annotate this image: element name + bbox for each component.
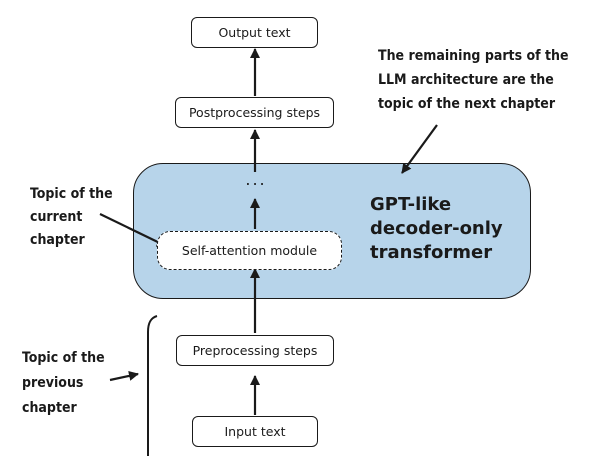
note-remaining-line-2: LLM architecture are the	[378, 72, 554, 88]
previous-chapter-bracket	[147, 315, 158, 456]
gpt-block-label: GPT-like decoder-only transformer	[370, 193, 520, 265]
input-text-box: Input text	[192, 416, 318, 447]
note-remaining-line-1: The remaining parts of the	[378, 48, 569, 64]
output-text-box: Output text	[191, 17, 318, 48]
note-current-line-3: chapter	[30, 232, 85, 248]
gpt-label-line-1: GPT-like	[370, 194, 452, 215]
ellipsis-continuation: ...	[245, 170, 267, 189]
self-attention-module-box: Self-attention module	[157, 231, 342, 270]
preprocessing-steps-box: Preprocessing steps	[176, 335, 334, 366]
postprocessing-steps-box: Postprocessing steps	[175, 97, 334, 128]
note-current-line-2: current	[30, 209, 83, 225]
note-previous-chapter: Topic of the previous chapter	[22, 346, 105, 421]
note-previous-line-3: chapter	[22, 400, 77, 416]
pointer-remaining-parts	[401, 124, 438, 174]
pointer-current-chapter	[99, 213, 167, 247]
note-previous-line-1: Topic of the	[22, 350, 105, 366]
note-current-chapter: Topic of the current chapter	[30, 183, 113, 252]
gpt-label-line-2: decoder-only	[370, 218, 503, 239]
pointer-previous-chapter	[109, 370, 139, 382]
note-previous-line-2: previous	[22, 375, 84, 391]
note-remaining-parts: The remaining parts of the LLM architect…	[378, 44, 569, 116]
note-current-line-1: Topic of the	[30, 186, 113, 202]
note-remaining-line-3: topic of the next chapter	[378, 96, 556, 112]
gpt-label-line-3: transformer	[370, 242, 493, 263]
